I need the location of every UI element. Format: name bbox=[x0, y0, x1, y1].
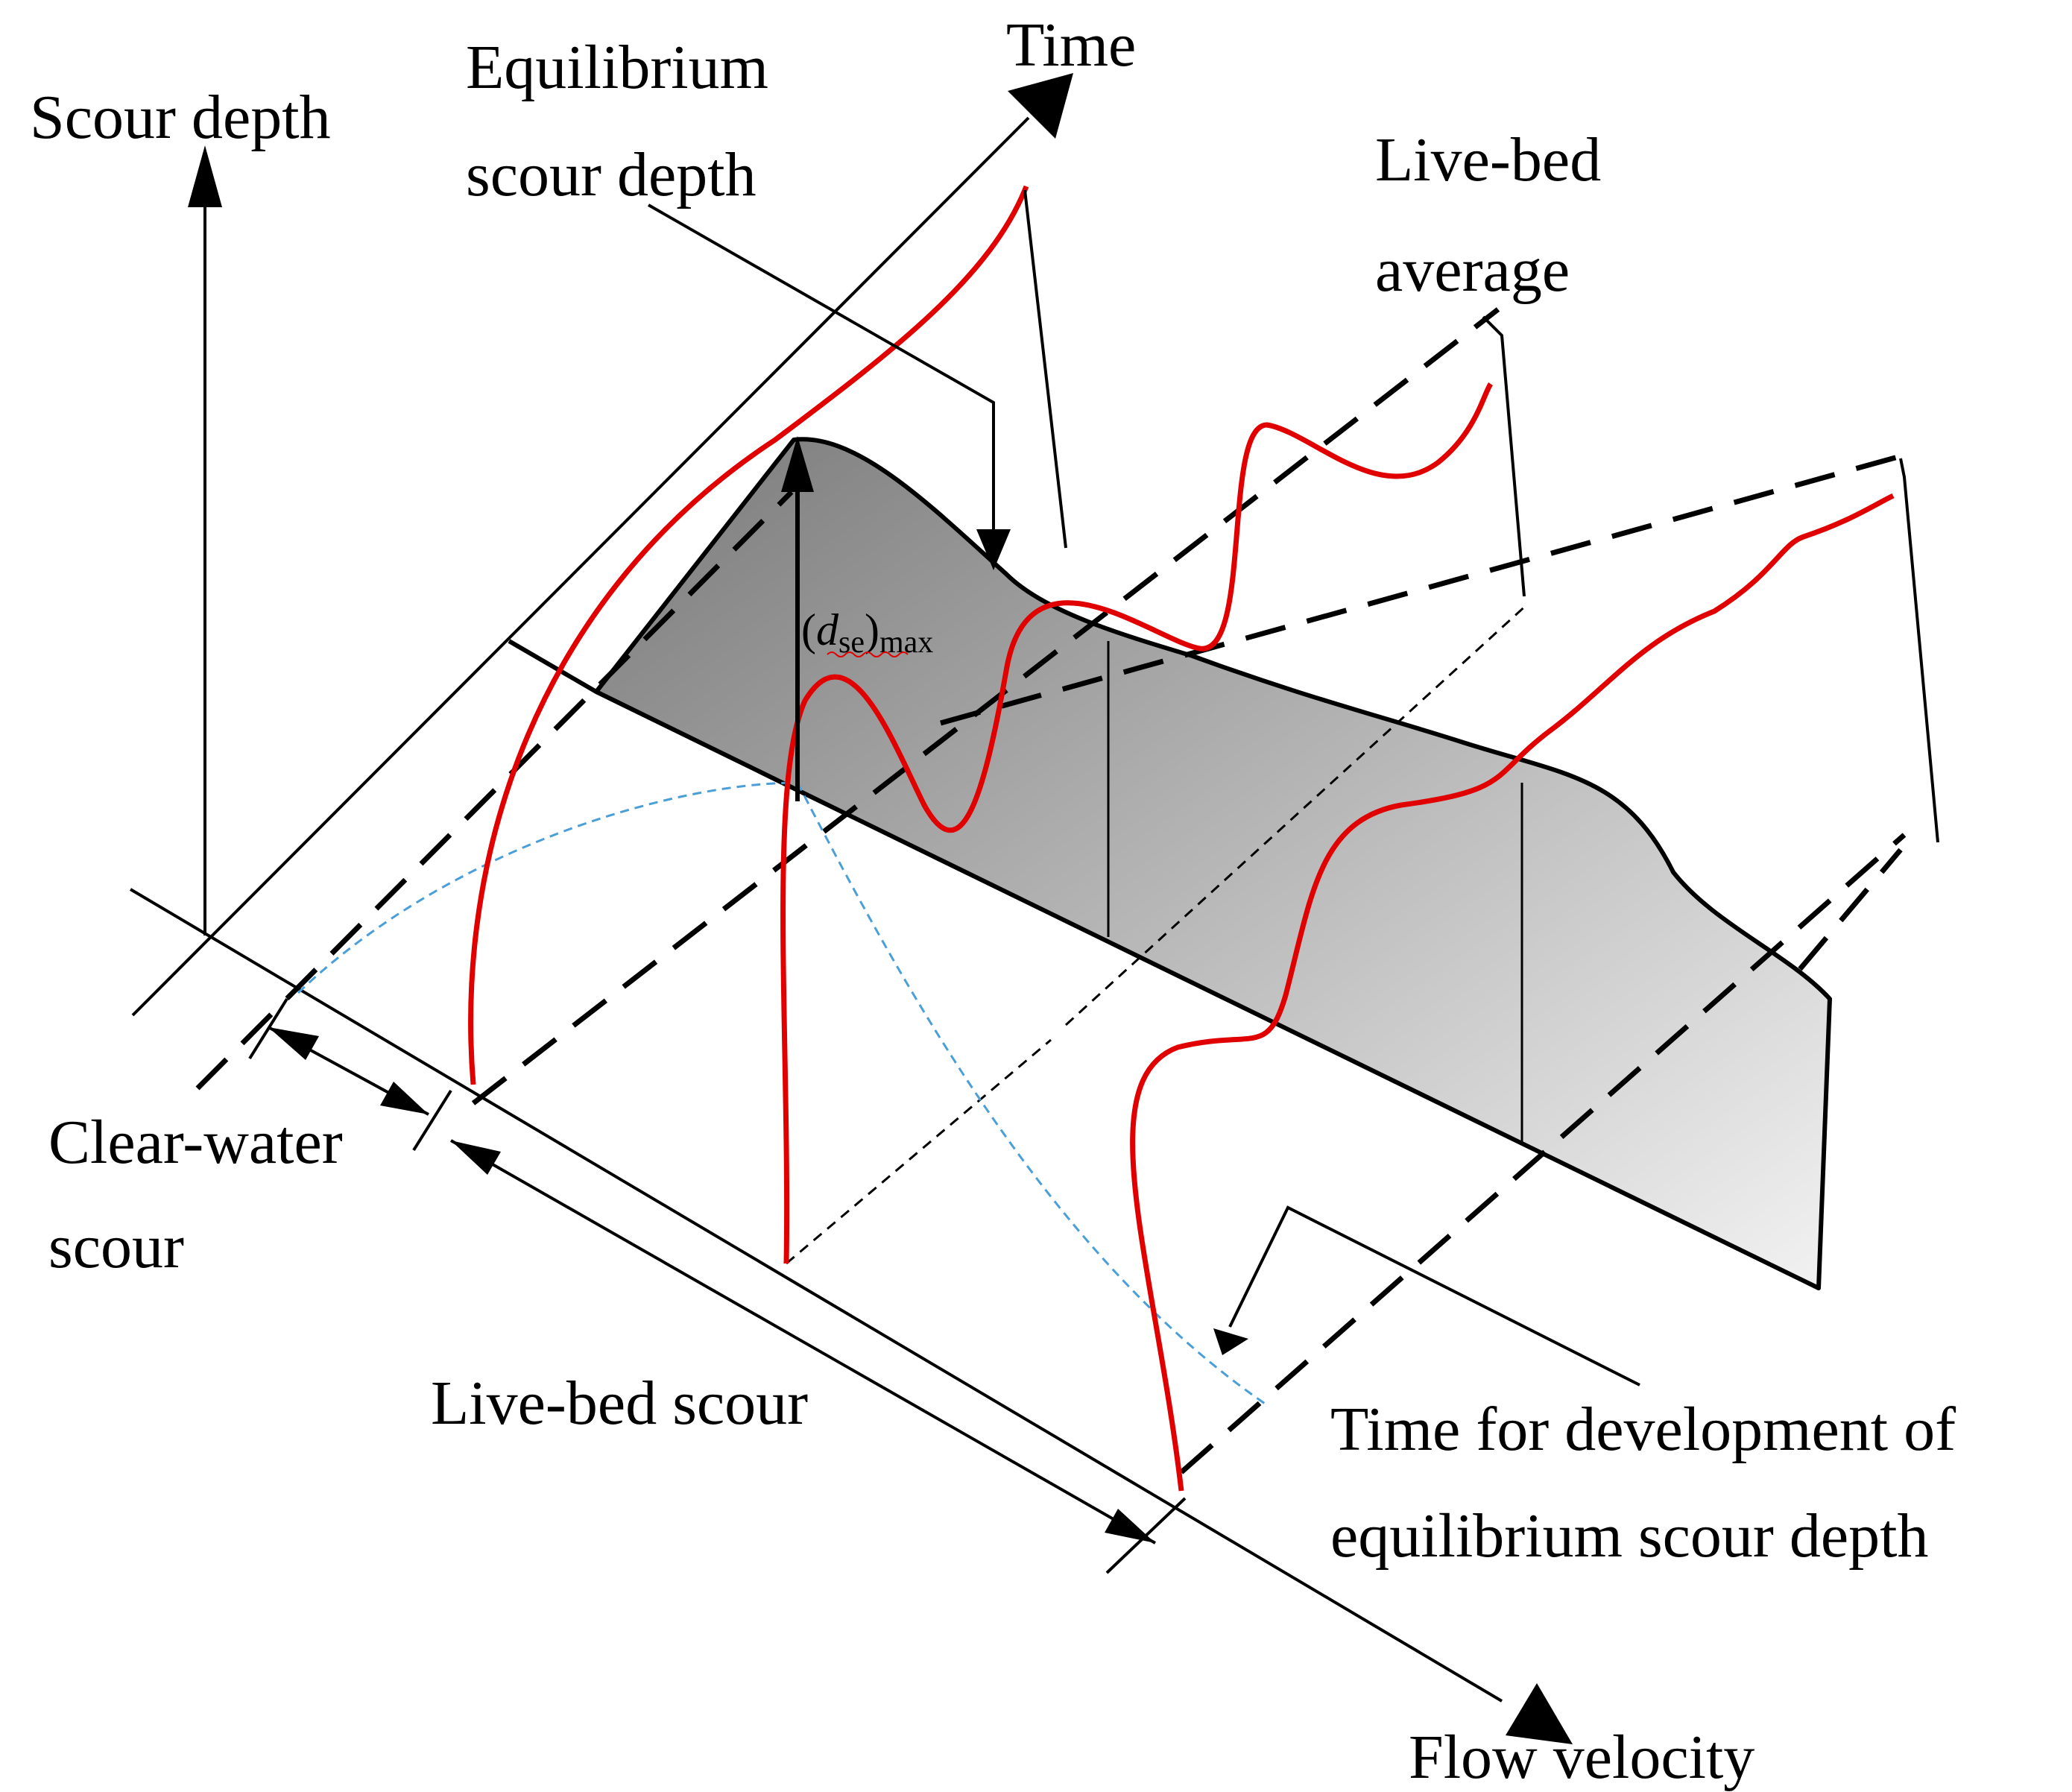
blue-dashed-curve-1 bbox=[297, 781, 798, 994]
dse-spell-underline bbox=[827, 652, 909, 657]
clear-water-arrow-right bbox=[380, 1082, 429, 1114]
dashed-line-3 bbox=[1179, 833, 1907, 1474]
blue-dashed-curve-2 bbox=[796, 782, 1268, 1407]
clear-water-tick-1 bbox=[248, 997, 288, 1060]
live-bed-dimension bbox=[450, 1139, 1156, 1545]
time-development-label-line2: equilibrium scour depth bbox=[1330, 1501, 1929, 1571]
live-bed-average-leader bbox=[1482, 315, 1526, 597]
right-bracket bbox=[1899, 458, 1939, 843]
time-development-leader bbox=[1228, 1205, 1640, 1386]
flow-velocity-axis bbox=[129, 888, 1503, 1703]
dse-max-label: (dse)max bbox=[801, 605, 933, 660]
dashed-line-5 bbox=[940, 453, 1901, 726]
time-development-label-line1: Time for development of bbox=[1330, 1395, 1956, 1464]
flow-velocity-axis-arrowhead bbox=[1506, 1683, 1573, 1744]
equilibrium-label-line1: Equilibrium bbox=[466, 33, 768, 102]
equilibrium-leader-arrowhead bbox=[976, 529, 1011, 570]
thin-dashed-2 bbox=[1064, 602, 1529, 1026]
thin-dashed-1 bbox=[786, 1038, 1052, 1265]
live-bed-average-label-line1: Live-bed bbox=[1375, 125, 1601, 195]
live-bed-arrow-right bbox=[1105, 1509, 1155, 1543]
red-curve-live-bed-2 bbox=[1130, 493, 1895, 1492]
surface-back-edge bbox=[508, 639, 598, 694]
time-axis bbox=[131, 116, 1030, 1017]
clear-water-tick-2 bbox=[412, 1089, 452, 1152]
left-bracket bbox=[1023, 189, 1067, 549]
scour-depth-axis-arrowhead bbox=[188, 145, 222, 207]
time-label: Time bbox=[1006, 10, 1136, 80]
time-axis-arrowhead bbox=[1008, 73, 1073, 139]
red-curve-clear-water bbox=[468, 185, 1029, 1085]
dse-symbol: d bbox=[816, 605, 839, 654]
clear-water-label-line1: Clear-water bbox=[48, 1108, 343, 1177]
scour-depth-label: Scour depth bbox=[30, 83, 331, 152]
dse-subscript: se bbox=[838, 625, 865, 660]
dse-open-paren: ( bbox=[801, 605, 816, 654]
flow-velocity-label: Flow velocity bbox=[1409, 1723, 1754, 1792]
clear-water-label-line2: scour bbox=[48, 1212, 184, 1281]
dashed-line-2 bbox=[471, 307, 1500, 1105]
dashed-line-1 bbox=[195, 490, 794, 1091]
dse-max-arrowhead bbox=[781, 436, 814, 492]
time-development-leader-arrowhead bbox=[1213, 1328, 1248, 1355]
dashed-line-4 bbox=[1798, 848, 1903, 971]
live-bed-average-label-line2: average bbox=[1375, 236, 1570, 305]
live-bed-scour-label: Live-bed scour bbox=[431, 1369, 808, 1438]
live-bed-arrow-left bbox=[451, 1140, 501, 1175]
red-curve-live-bed-1 bbox=[780, 382, 1494, 1264]
clear-water-arrow-left bbox=[268, 1027, 319, 1060]
dse-max-subscript: max bbox=[879, 625, 933, 660]
equilibrium-label-line2: scour depth bbox=[466, 140, 757, 209]
live-bed-tick bbox=[1105, 1497, 1187, 1574]
dse-close-paren: ) bbox=[865, 605, 879, 654]
equilibrium-leader bbox=[648, 204, 995, 533]
